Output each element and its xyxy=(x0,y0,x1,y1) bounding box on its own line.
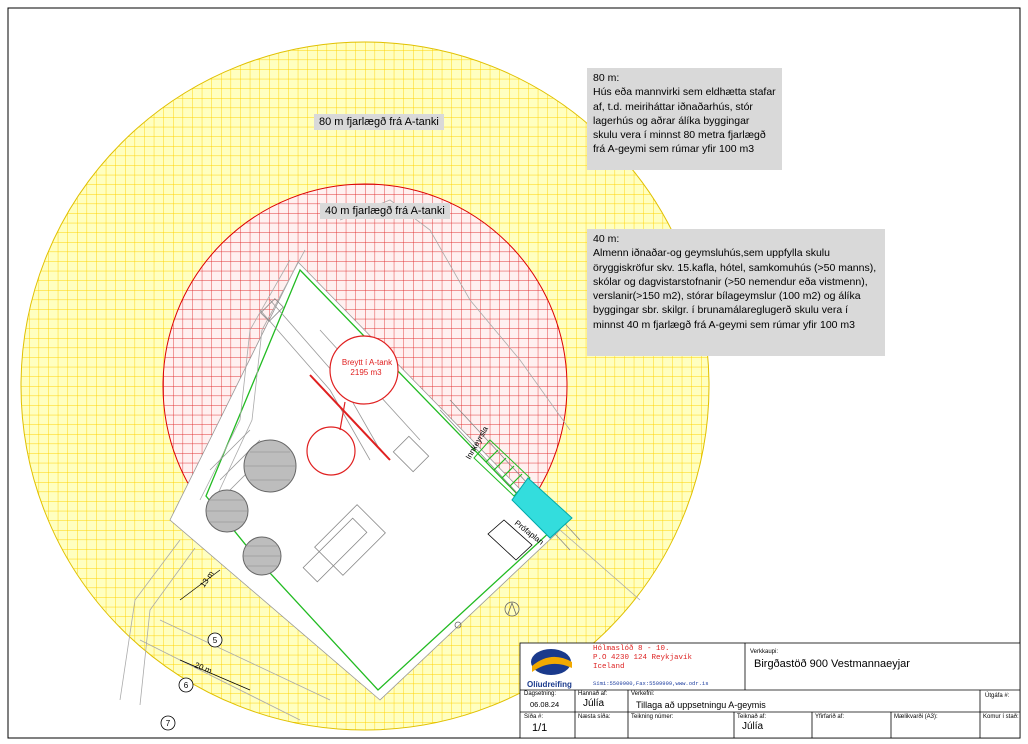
teiknad-value: Júlía xyxy=(742,721,764,732)
note-40m-title: 40 m: xyxy=(593,233,620,245)
marker-5-label: 5 xyxy=(213,636,218,645)
teikning-label: Teikning númer: xyxy=(631,714,674,720)
page-border xyxy=(7,7,1021,739)
logo-text: Olíudreifing xyxy=(527,680,572,689)
company-logo-icon xyxy=(531,649,572,675)
verkefni-value: Tillaga að uppsetningu A-geymis xyxy=(636,700,766,710)
maelikvardi-label: Mælikvarði (A3): xyxy=(894,714,938,720)
dagsetning-label: Dagsetning: xyxy=(524,691,557,697)
a-tank xyxy=(306,335,399,476)
note-40m-body: Almenn iðnaðar-og geymsluhús,sem uppfyll… xyxy=(593,247,877,331)
verkkaupi-value: Birgðastöð 900 Vestmannaeyjar xyxy=(754,658,910,670)
company-address: Hólmaslóð 8 - 10. P.O 4230 124 Reykjavík… xyxy=(593,645,693,671)
storage-tanks xyxy=(205,439,297,576)
marker-6 xyxy=(178,677,194,693)
marker-6-label: 6 xyxy=(184,681,189,690)
proflaplan-area xyxy=(487,519,533,561)
dagsetning-value: 06.08.24 xyxy=(530,700,560,709)
komur-label: Komur í stað: xyxy=(983,714,1019,720)
dimensions xyxy=(179,569,251,691)
verkefni-label: Verkefni: xyxy=(631,691,655,697)
verkkaupi-label: Verkkaupi: xyxy=(750,649,779,655)
marker-5 xyxy=(207,632,223,648)
hannad-label: Hannað af: xyxy=(578,691,608,697)
utgafa-label: Útgáfa #: xyxy=(985,693,1010,699)
a-tank-label-1: Breytt í A-tank xyxy=(342,358,393,367)
note-80m-body: Hús eða mannvirki sem eldhætta stafar af… xyxy=(593,86,776,156)
sida-label: Síða #: xyxy=(524,714,544,720)
marker-7-label: 7 xyxy=(166,719,171,728)
note-80m: 80 m: Hús eða mannvirki sem eldhætta sta… xyxy=(587,68,782,170)
zone-80m-label: 80 m fjarlægð frá A-tanki xyxy=(314,114,444,130)
north-arrow-icon xyxy=(454,601,520,629)
zone-40m-label: 40 m fjarlægð frá A-tanki xyxy=(320,203,450,219)
company-phone: Sími:5509900,Fax:5509999,www.odr.is xyxy=(593,680,709,687)
marker-7 xyxy=(160,715,176,731)
plot-markers: 5 6 7 xyxy=(160,632,223,731)
note-40m: 40 m: Almenn iðnaðar-og geymsluhús,sem u… xyxy=(587,229,885,356)
innkeyrsla-area xyxy=(473,439,573,561)
hannad-value: Júlía xyxy=(583,698,605,709)
fuel-pad-cyan xyxy=(511,477,573,539)
title-block-frame xyxy=(519,642,1021,739)
sida-value: 1/1 xyxy=(532,722,548,734)
yfirfarid-label: Yfirfarið af: xyxy=(815,714,845,720)
a-tank-circle xyxy=(329,335,399,405)
note-80m-title: 80 m: xyxy=(593,72,620,84)
naesta-label: Næsta síða: xyxy=(578,714,611,720)
teiknad-label: Teiknað af: xyxy=(737,714,767,720)
a-tank-label-2: 2195 m3 xyxy=(350,368,382,377)
a-tank-new-position xyxy=(306,426,356,476)
